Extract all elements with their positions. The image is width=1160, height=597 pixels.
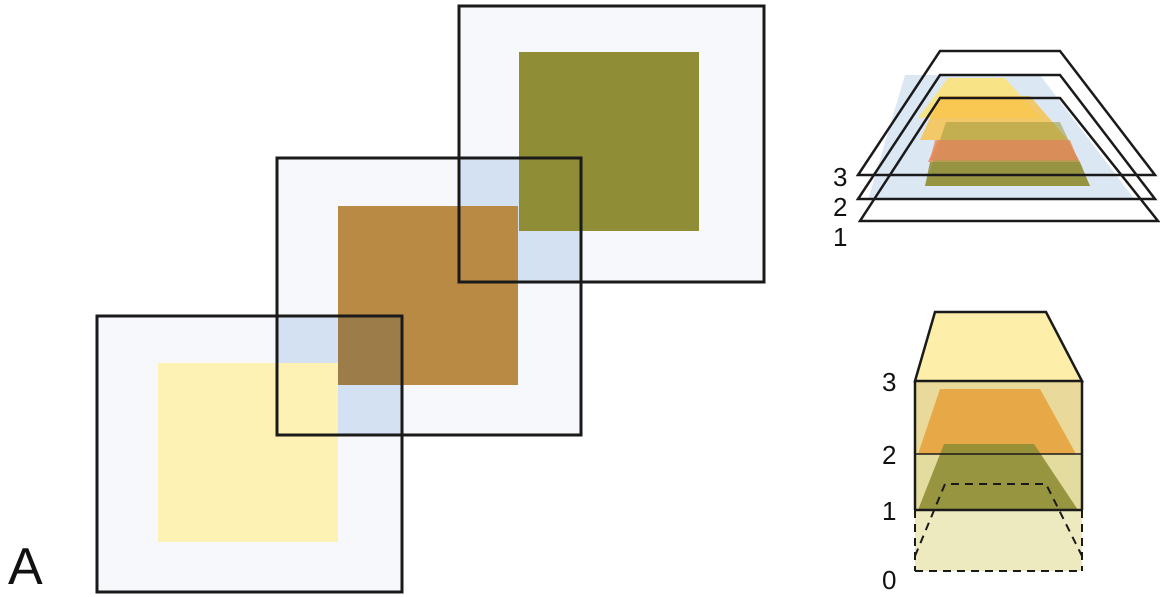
block-olive-trapezoid [918,444,1078,510]
top-layer-salmon-band [930,140,1078,160]
block-label-3: 3 [882,367,896,397]
top-stack-outline-1 [857,96,1160,223]
top-stack-outline-3 [855,49,1158,177]
block-dashed-trapezoid [914,483,1083,557]
frame-front-outline [95,314,404,594]
top-stack: 3 2 1 [833,49,1160,252]
block-label-1: 1 [882,496,896,526]
top-stack-outline-2 [855,73,1158,201]
frame-back-outline [457,4,766,284]
block-orange-trapezoid [918,389,1076,454]
block-label-0: 0 [882,565,896,595]
olive-square [519,52,699,231]
yellow-square [158,363,338,542]
overlapping-frames [95,4,766,594]
brown-square-overlap [338,316,402,385]
frame-middle-outline [275,156,583,437]
block-label-2: 2 [882,440,896,470]
panel-label: A [8,538,43,596]
block-top-trapezoid [915,312,1082,381]
top-stack-label-3: 3 [833,162,847,192]
top-stack-label-2: 2 [833,192,847,222]
top-stack-label-1: 1 [833,222,847,252]
bottom-stack: 3 2 1 0 [882,310,1085,595]
block-layer-0-1 [915,510,1082,571]
